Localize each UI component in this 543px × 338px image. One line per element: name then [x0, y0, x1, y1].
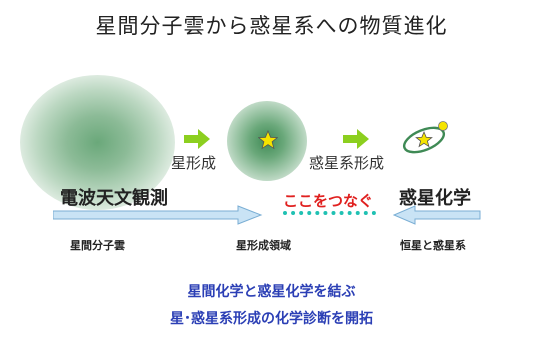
summary-line-1: 星間化学と惑星化学を結ぶ	[187, 284, 356, 300]
planetary-system-icon	[400, 118, 452, 160]
summary-line-2: 星･惑星系形成の化学診断を開拓	[170, 311, 373, 327]
blue-arrow-right-icon	[52, 205, 263, 229]
field-label-planetary-chemistry: 惑星化学	[399, 188, 471, 209]
field-label-radio-astronomy: 電波天文観測	[60, 188, 168, 209]
region-label-star-forming-region: 星形成領域	[236, 239, 291, 252]
connect-here-label: ここをつなぐ	[283, 192, 374, 210]
green-arrow-icon	[343, 129, 369, 149]
molecular-cloud-blob	[20, 75, 175, 210]
blue-arrow-left-icon	[392, 205, 481, 229]
dotted-connector-line	[283, 211, 376, 215]
star-icon	[257, 129, 279, 154]
stage-label-star-formation: 星形成	[171, 154, 217, 172]
stage-label-planetary-system-formation: 惑星系形成	[309, 154, 385, 172]
region-label-molecular-cloud: 星間分子雲	[70, 239, 125, 252]
region-label-star-and-planetary-system: 恒星と惑星系	[400, 239, 466, 252]
green-arrow-icon	[184, 129, 210, 149]
diagram-title: 星間分子雲から惑星系への物質進化	[95, 14, 448, 38]
